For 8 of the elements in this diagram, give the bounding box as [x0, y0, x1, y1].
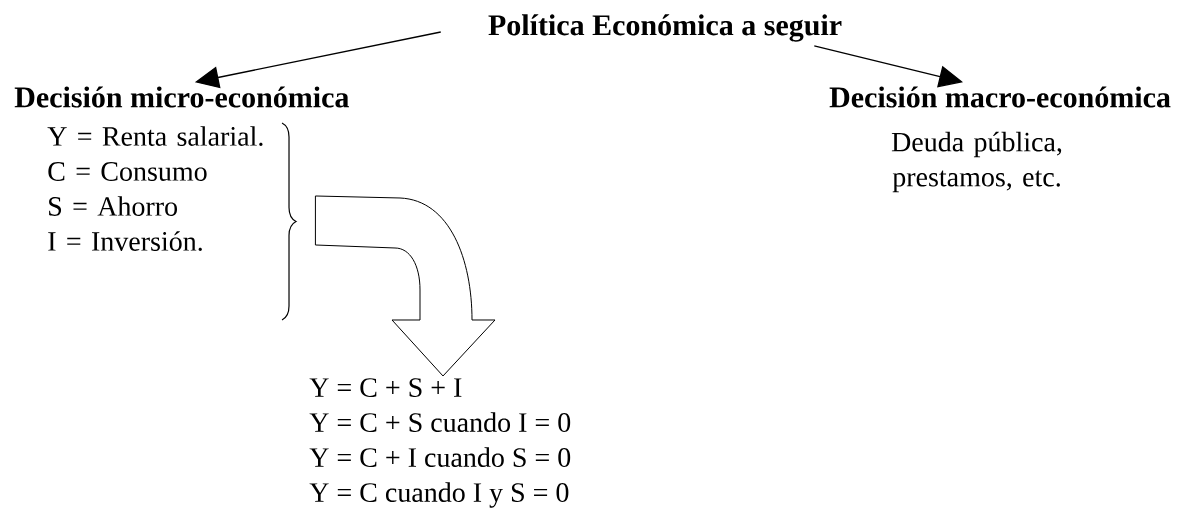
variable-list: Y = Renta salarial. C = Consumo S = Ahorro I = Inversión. — [47, 126, 263, 251]
block-arrow — [314, 195, 496, 377]
arrow — [813, 45, 963, 88]
heading-text: Decisión macro-económica — [829, 86, 1171, 108]
note-text: Deuda pública, prestamos, etc. — [891, 131, 1062, 193]
heading-text: Decisión micro-económica — [14, 86, 349, 108]
title-text: Política Económica a seguir — [488, 14, 842, 42]
equation-list: Y = C + S + I Y = C + S cuando I = 0 Y = C + I cuando S = 0 Y = C cuando I y S = 0 — [309, 378, 571, 508]
